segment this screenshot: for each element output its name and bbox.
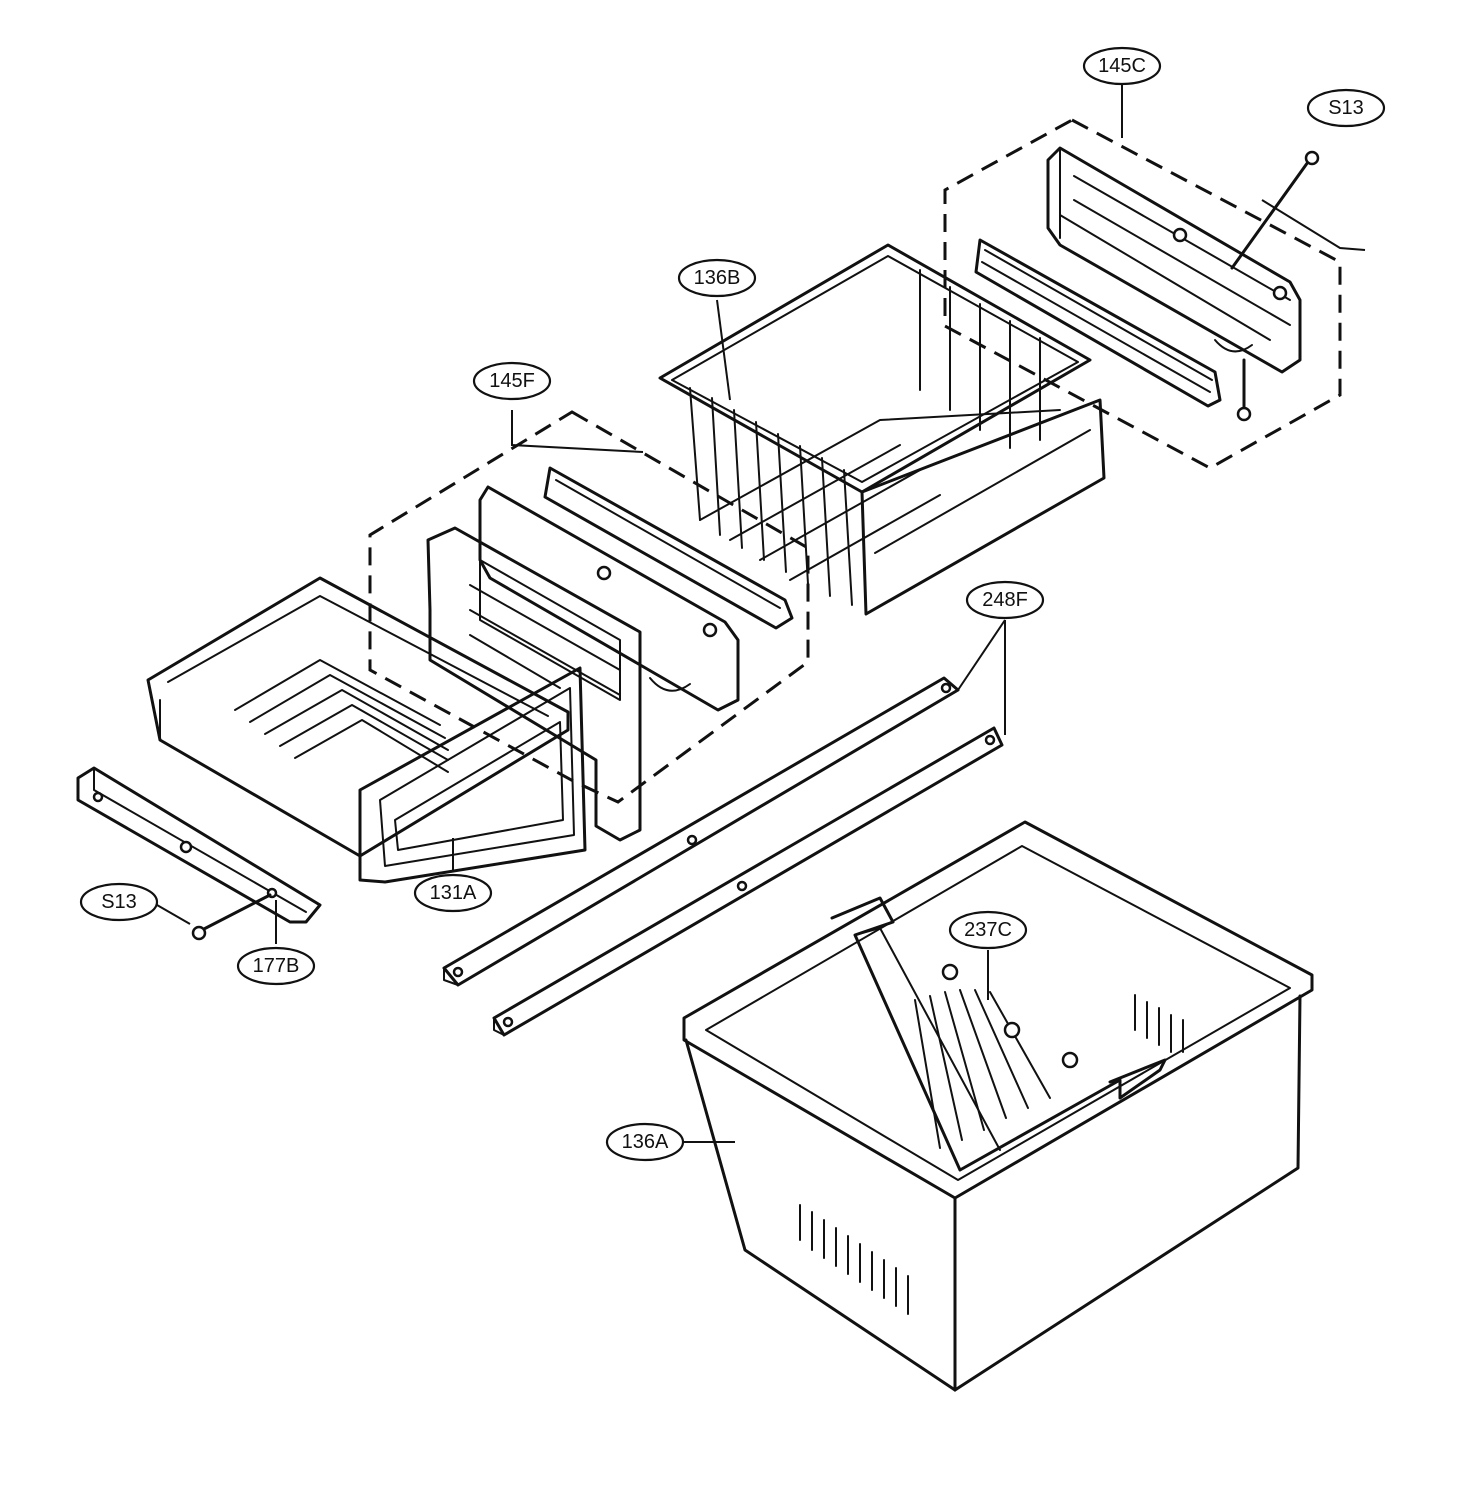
rail-slide-145c	[974, 238, 1222, 408]
svg-text:177B: 177B	[253, 955, 300, 977]
callout-136b: 136B	[677, 258, 757, 298]
callout-136a: 136A	[605, 1122, 685, 1162]
callout-145c: 145C	[1082, 46, 1162, 86]
callout-145f: 145F	[472, 361, 552, 401]
wire-basket-136b	[658, 243, 1106, 616]
divider-237c	[830, 896, 1167, 1172]
svg-text:136B: 136B	[694, 267, 741, 289]
svg-text:248F: 248F	[982, 589, 1028, 611]
bin-136a	[682, 820, 1314, 1392]
rail-145f	[543, 466, 794, 630]
svg-text:145F: 145F	[489, 370, 535, 392]
screw-s13-bottom	[191, 893, 272, 941]
svg-text:136A: 136A	[622, 1131, 669, 1153]
group-145c-outline	[943, 118, 1342, 470]
svg-text:131A: 131A	[430, 882, 477, 904]
callout-131a: 131A	[413, 873, 493, 913]
drawer-131a	[146, 576, 587, 884]
screw-s13-top	[1230, 150, 1320, 422]
svg-text:237C: 237C	[964, 919, 1012, 941]
callout-177b: 177B	[236, 946, 316, 986]
callout-237c: 237C	[948, 910, 1028, 950]
rail-248f-lower	[492, 726, 1004, 1037]
bracket-plate-145f	[478, 485, 740, 712]
rail-177b	[76, 766, 322, 924]
svg-text:S13: S13	[1328, 97, 1364, 119]
callout-s13-bottom: S13	[79, 882, 159, 922]
callout-248f: 248F	[965, 580, 1045, 620]
rail-bracket-145c	[1046, 146, 1302, 374]
svg-text:145C: 145C	[1098, 55, 1146, 77]
rail-248f-upper	[442, 676, 960, 987]
frame-145f	[426, 526, 642, 842]
svg-text:S13: S13	[101, 891, 137, 913]
callout-s13-top: S13	[1306, 88, 1386, 128]
